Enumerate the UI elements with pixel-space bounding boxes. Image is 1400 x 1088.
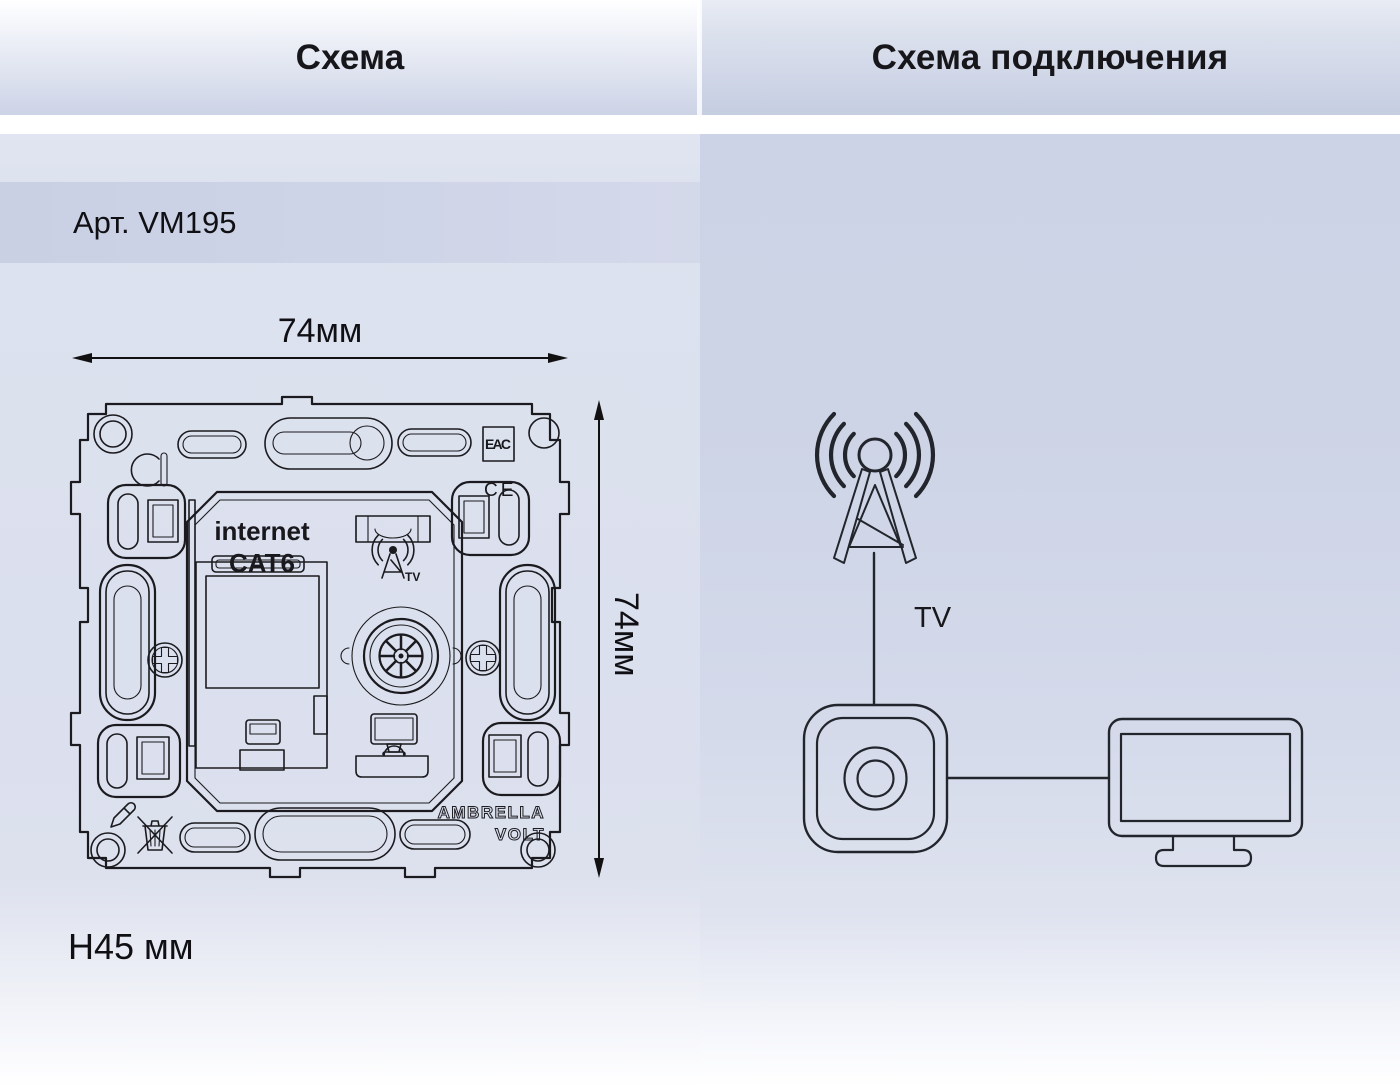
tv-icon [1107, 717, 1304, 868]
right-column-title: Схема подключения [871, 37, 1229, 77]
scheme-panel [0, 134, 700, 1088]
antenna-glyph-label: TV [405, 570, 420, 584]
clamp-upper-right [450, 480, 531, 557]
rj45-port-icon [188, 499, 328, 771]
adjust-screw-left [147, 642, 183, 678]
brand-name-line1: AMBRELLA [438, 803, 545, 822]
header-right-cell: Схема подключения [700, 0, 1400, 115]
coax-connector-icon [340, 606, 462, 706]
side-capsule-left [98, 563, 157, 722]
eac-text: EAC [485, 436, 511, 452]
article-band: Арт. VM195 [0, 182, 700, 263]
monitor-icon [355, 713, 429, 778]
connection-diagram: TV [802, 411, 1304, 868]
header-left-cell: Схема [0, 0, 700, 115]
port-label-line1: internet [214, 516, 310, 546]
height-dimension-label: 74мм [607, 592, 645, 677]
corner-screw-holes [90, 414, 560, 868]
left-column-title: Схема [295, 37, 405, 77]
separator-band [0, 115, 1400, 134]
side-capsule-right [498, 563, 557, 722]
clamp-lower-right [481, 721, 562, 797]
cable-label: TV [914, 602, 952, 634]
adjust-screw-right [465, 640, 501, 676]
top-mounting-slots [177, 417, 472, 470]
mounting-plate-outline [69, 395, 571, 879]
clamp-lower-left [96, 723, 182, 799]
width-dimension-arrow [72, 353, 568, 363]
no-trash-icon [137, 816, 173, 854]
article-number: Арт. VM195 [73, 204, 237, 240]
pencil-icon [110, 801, 137, 828]
socket-icon [802, 703, 949, 854]
brand-name-line2: VOLT [495, 825, 545, 844]
antenna-glyph-icon: TV [371, 534, 420, 584]
connection-panel [700, 134, 1400, 1088]
radio-tower-icon [815, 411, 935, 564]
ce-mark-icon: CE [484, 480, 516, 501]
eac-mark-icon: EAC [482, 426, 515, 462]
clamp-upper-left [106, 483, 187, 560]
height-dimension-arrow [594, 400, 604, 878]
bottom-mounting-slots [179, 807, 471, 861]
width-dimension-label: 74мм [277, 312, 363, 350]
recycle-c-icon [130, 452, 168, 487]
column-divider [697, 0, 702, 115]
port-label-line2: CAT6 [229, 548, 295, 578]
socket-mechanism-drawing: EAC CE [69, 395, 571, 879]
depth-dimension-label: H45 мм [68, 926, 194, 967]
level-icon [355, 515, 431, 543]
